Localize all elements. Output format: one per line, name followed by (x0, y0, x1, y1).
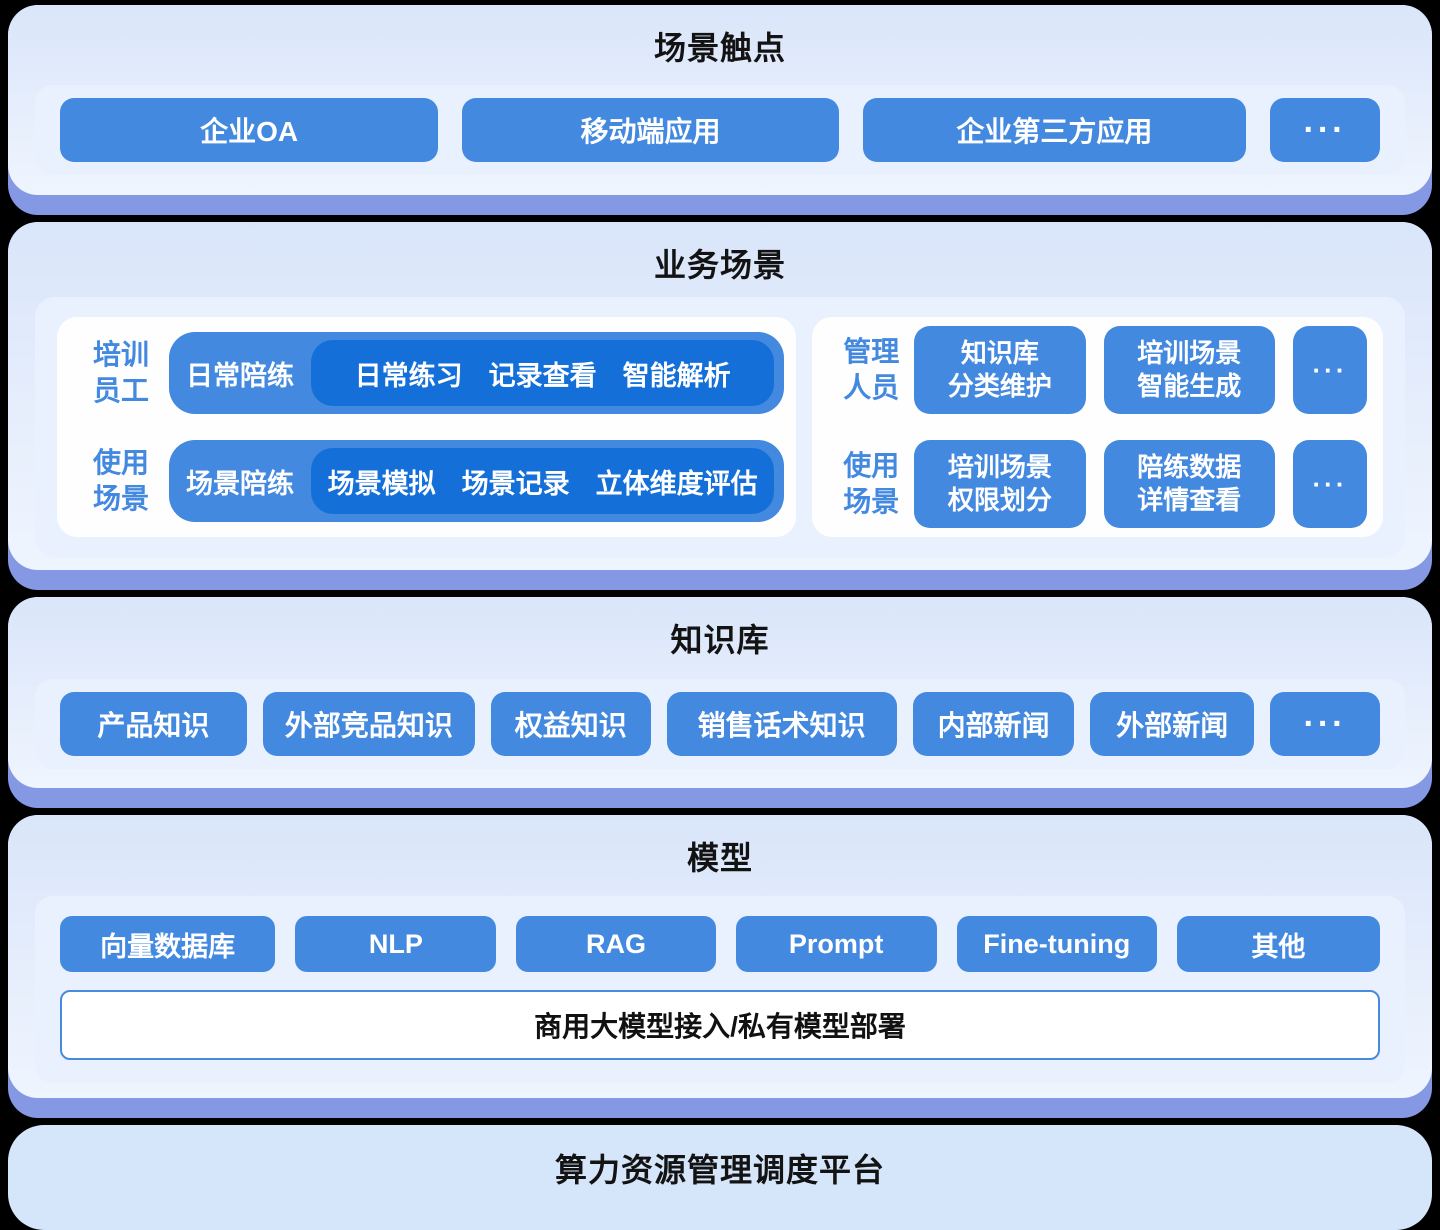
practice-data-detail-button: 陪练数据 详情查看 (1103, 440, 1276, 528)
touchpoints-more-ellipsis: ··· (1270, 98, 1381, 162)
business-tray: 培训 员工 日常陪练 日常练习 记录查看 智能解析 (35, 297, 1405, 557)
kb-category-maintenance-button: 知识库 分类维护 (914, 326, 1086, 414)
compute-platform-title: 算力资源管理调度平台 (554, 1152, 885, 1188)
daily-practice-pill-label: 日常陪练 (186, 360, 294, 391)
touchpoint-third-party-app: 企业第三方应用 (862, 98, 1247, 162)
practice-item: 智能解析 (622, 360, 731, 391)
layer-knowledge-body: 知识库 产品知识 外部竞品知识 权益知识 销售话术知识 内部新闻 外部新闻 ··… (8, 597, 1432, 788)
knowledge-more-ellipsis: ··· (1270, 692, 1380, 756)
model-vector-database: 向量数据库 (60, 916, 276, 972)
layer-business-body: 业务场景 培训 员工 日常陪练 日常练习 记录查看 (8, 222, 1432, 570)
training-scene-generation-button: 培训场景 智能生成 (1103, 326, 1276, 414)
admin-usage-label: 使用 场景 (828, 448, 914, 520)
admin-usage-row: 使用 场景 培训场景 权限划分 陪练数据 详情查看 (828, 440, 1368, 528)
button-line: 智能生成 (1137, 371, 1242, 401)
layer-touchpoints: 场景触点 企业OA 移动端应用 企业第三方应用 ··· (8, 5, 1432, 215)
model-access-bar: 商用大模型接入/私有模型部署 (60, 990, 1380, 1060)
practice-item: 日常练习 (354, 360, 463, 391)
touchpoints-tray: 企业OA 移动端应用 企业第三方应用 ··· (35, 85, 1405, 175)
button-line: 知识库 (960, 338, 1039, 368)
layer-touchpoints-title: 场景触点 (653, 30, 786, 66)
practice-item: 场景模拟 (327, 468, 436, 499)
layer-knowledge-base: 知识库 产品知识 外部竞品知识 权益知识 销售话术知识 内部新闻 外部新闻 ··… (8, 597, 1432, 808)
button-line: 培训场景 (947, 452, 1052, 482)
scene-practice-pill: 场景陪练 场景模拟 场景记录 立体维度评估 (169, 440, 785, 522)
daily-practice-items: 日常练习 记录查看 智能解析 (311, 340, 775, 406)
label-line: 管理 (843, 336, 900, 367)
admin-row-buttons: 知识库 分类维护 培训场景 智能生成 ··· (914, 326, 1368, 414)
label-line: 员工 (92, 375, 149, 406)
label-line: 人员 (843, 372, 900, 403)
layer-touchpoints-body: 场景触点 企业OA 移动端应用 企业第三方应用 ··· (8, 5, 1432, 195)
practice-item: 立体维度评估 (595, 468, 758, 499)
label-line: 使用 (843, 450, 900, 481)
daily-practice-pill: 日常陪练 日常练习 记录查看 智能解析 (169, 332, 785, 414)
admin-usage-row-buttons: 培训场景 权限划分 陪练数据 详情查看 ··· (914, 440, 1368, 528)
model-other: 其他 (1176, 916, 1380, 972)
model-rag: RAG (516, 916, 716, 972)
usage-scenario-label: 使用 场景 (73, 445, 169, 517)
admin-more-ellipsis: ··· (1293, 326, 1368, 414)
touchpoint-enterprise-oa: 企业OA (60, 98, 439, 162)
model-buttons-row: 向量数据库 NLP RAG Prompt Fine-tuning 其他 (60, 916, 1380, 972)
kb-rights-knowledge: 权益知识 (490, 692, 651, 756)
layer-model-body: 模型 向量数据库 NLP RAG Prompt Fine-tuning 其他 商… (8, 815, 1432, 1098)
kb-internal-news: 内部新闻 (912, 692, 1075, 756)
admin-card: 管理 人员 知识库 分类维护 培训场景 智能生成 (812, 317, 1383, 537)
layer-model-title: 模型 (686, 840, 753, 876)
model-fine-tuning: Fine-tuning (956, 916, 1157, 972)
model-nlp: NLP (295, 916, 497, 972)
knowledge-tray: 产品知识 外部竞品知识 权益知识 销售话术知识 内部新闻 外部新闻 ··· (35, 679, 1405, 769)
kb-sales-script-knowledge: 销售话术知识 (666, 692, 897, 756)
practice-item: 记录查看 (488, 360, 597, 391)
scene-practice-row: 使用 场景 场景陪练 场景模拟 场景记录 立体维度评估 (73, 440, 785, 522)
label-line: 培训 (92, 339, 149, 370)
kb-product-knowledge: 产品知识 (60, 692, 247, 756)
scene-practice-items: 场景模拟 场景记录 立体维度评估 (311, 448, 775, 514)
touchpoint-mobile-app: 移动端应用 (462, 98, 839, 162)
daily-practice-row: 培训 员工 日常陪练 日常练习 记录查看 智能解析 (73, 332, 785, 414)
button-line: 陪练数据 (1137, 452, 1242, 482)
practice-item: 场景记录 (461, 468, 570, 499)
label-line: 场景 (843, 486, 900, 517)
training-employee-label: 培训 员工 (73, 337, 169, 409)
model-tray: 向量数据库 NLP RAG Prompt Fine-tuning 其他 商用大模… (35, 896, 1405, 1083)
layer-model: 模型 向量数据库 NLP RAG Prompt Fine-tuning 其他 商… (8, 815, 1432, 1118)
button-line: 培训场景 (1137, 338, 1242, 368)
label-line: 使用 (92, 447, 149, 478)
layer-business-scenarios: 业务场景 培训 员工 日常陪练 日常练习 记录查看 (8, 222, 1432, 590)
button-line: 详情查看 (1137, 485, 1242, 515)
admin-label: 管理 人员 (828, 334, 914, 406)
scene-practice-pill-label: 场景陪练 (186, 468, 294, 499)
model-prompt: Prompt (735, 916, 937, 972)
kb-competitor-knowledge: 外部竞品知识 (262, 692, 475, 756)
admin-usage-more-ellipsis: ··· (1293, 440, 1368, 528)
kb-external-news: 外部新闻 (1090, 692, 1254, 756)
layer-compute-platform: 算力资源管理调度平台 (8, 1125, 1432, 1230)
layer-business-title: 业务场景 (653, 247, 786, 283)
button-line: 权限划分 (947, 485, 1052, 515)
admin-row: 管理 人员 知识库 分类维护 培训场景 智能生成 (828, 326, 1368, 414)
button-line: 分类维护 (947, 371, 1052, 401)
layer-knowledge-title: 知识库 (670, 622, 770, 658)
label-line: 场景 (92, 483, 149, 514)
training-employee-card: 培训 员工 日常陪练 日常练习 记录查看 智能解析 (57, 317, 797, 537)
scene-permission-button: 培训场景 权限划分 (914, 440, 1086, 528)
